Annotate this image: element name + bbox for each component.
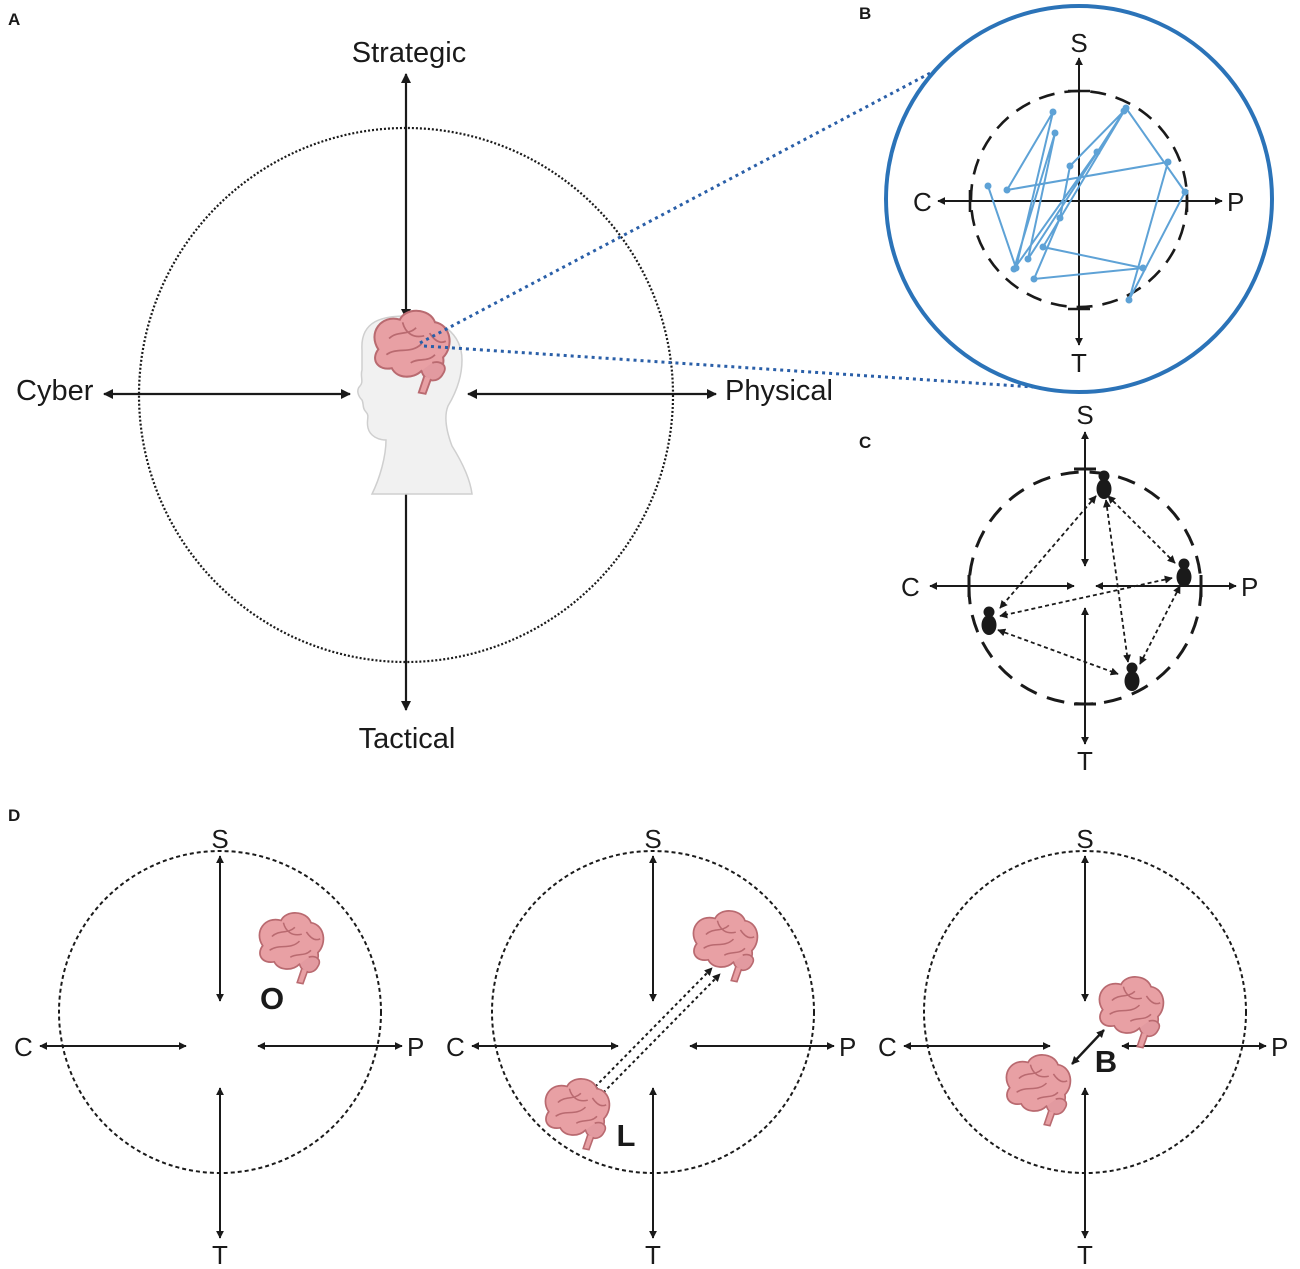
panel-a-label-tactical: Tactical	[359, 723, 456, 755]
panel-b: B S T C P	[859, 4, 1274, 394]
panel-d3-label-s: S	[1076, 824, 1093, 854]
person-icon	[1096, 470, 1112, 499]
brain-icon	[1005, 1054, 1072, 1127]
panel-a: A Strategic Tactical Cyber Physical	[8, 10, 1049, 755]
panel-d2-label-t: T	[645, 1240, 661, 1269]
panel-d3-link	[1071, 1029, 1105, 1065]
panel-c-label-c: C	[901, 572, 920, 602]
panel-d1-label-s: S	[211, 824, 228, 854]
zoom-link-upper	[419, 68, 937, 345]
panel-d-diagram-l: S T C P L	[446, 824, 856, 1269]
person-icon	[981, 606, 997, 635]
human-head-icon	[357, 309, 473, 495]
brain-icon	[1098, 976, 1165, 1049]
panel-d: D S T C P O S T C P	[8, 806, 1288, 1269]
panel-d3-label-t: T	[1077, 1240, 1093, 1269]
panel-d2-link	[590, 967, 713, 1092]
panel-c-letter: C	[859, 433, 871, 452]
panel-c-link	[999, 495, 1097, 609]
panel-a-label-physical: Physical	[725, 375, 833, 407]
panel-d1-label-c: C	[14, 1032, 33, 1062]
brain-icon	[692, 910, 759, 983]
panel-c-link	[1107, 495, 1176, 564]
person-icon	[1124, 662, 1140, 691]
panel-c-label-s: S	[1076, 400, 1093, 430]
panel-d3-label-c: C	[878, 1032, 897, 1062]
panel-b-label-t: T	[1071, 348, 1087, 378]
person-icon	[1176, 558, 1192, 587]
panel-d3-mode-letter: B	[1095, 1044, 1117, 1079]
panel-b-label-p: P	[1227, 187, 1244, 217]
panel-b-label-c: C	[913, 187, 932, 217]
panel-c-link	[999, 575, 1173, 619]
panel-d3-label-p: P	[1271, 1032, 1288, 1062]
panel-d-letter: D	[8, 806, 20, 825]
panel-b-letter: B	[859, 4, 871, 23]
panel-a-letter: A	[8, 10, 20, 29]
panel-d1-label-t: T	[212, 1240, 228, 1269]
panel-b-label-s: S	[1070, 28, 1087, 58]
panel-d2-mode-letter: L	[617, 1118, 636, 1153]
panel-b-trajectory	[984, 104, 1189, 304]
panel-d2-label-c: C	[446, 1032, 465, 1062]
panel-d2-link	[598, 973, 721, 1098]
panel-d-diagram-o: S T C P O	[14, 824, 424, 1269]
panel-d2-label-p: P	[839, 1032, 856, 1062]
brain-icon	[258, 912, 325, 985]
panel-c-label-t: T	[1077, 746, 1093, 776]
panel-d1-mode-letter: O	[260, 981, 284, 1016]
panel-d-diagram-b: S T C P B	[878, 824, 1288, 1269]
panel-d2-label-s: S	[644, 824, 661, 854]
panel-a-label-cyber: Cyber	[16, 375, 94, 407]
panel-c: C S T C P	[859, 400, 1258, 776]
panel-d1-label-p: P	[407, 1032, 424, 1062]
panel-a-label-strategic: Strategic	[352, 37, 466, 69]
panel-c-link	[1139, 585, 1181, 665]
panel-c-link	[997, 628, 1119, 676]
panel-c-link	[1103, 499, 1131, 663]
panel-c-label-p: P	[1241, 572, 1258, 602]
